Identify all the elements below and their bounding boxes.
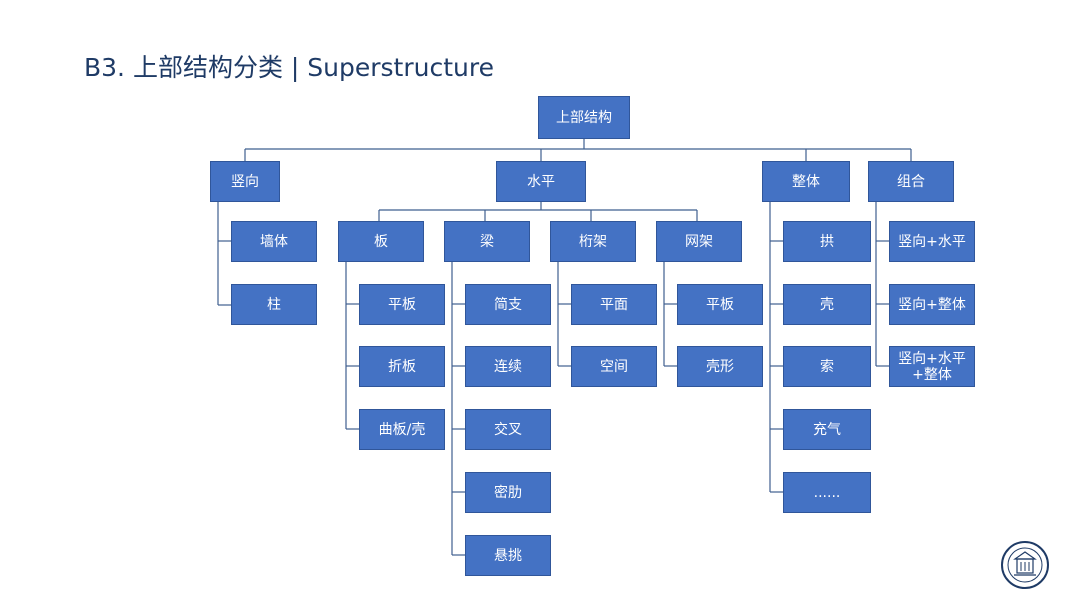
node-beam-cross: 交叉 [465,409,551,450]
node-vertical-horizontal-whole: 竖向+水平+整体 [889,346,975,387]
node-horizontal: 水平 [496,161,586,202]
node-root: 上部结构 [538,96,630,139]
node-vertical-horizontal: 竖向+水平 [889,221,975,262]
node-shell: 壳 [783,284,871,325]
node-vertical: 竖向 [210,161,280,202]
node-grid-shell: 壳形 [677,346,763,387]
page-title: B3. 上部结构分类 | Superstructure [84,53,494,82]
node-slab-folded: 折板 [359,346,445,387]
node-slab: 板 [338,221,424,262]
node-beam-cantilever: 悬挑 [465,535,551,576]
node-inflatable: 充气 [783,409,871,450]
node-slab-curved: 曲板/壳 [359,409,445,450]
node-vertical-whole: 竖向+整体 [889,284,975,325]
node-beam-simple: 简支 [465,284,551,325]
university-seal-icon [1001,541,1049,589]
node-truss-planar: 平面 [571,284,657,325]
node-more: ...... [783,472,871,513]
node-cable: 索 [783,346,871,387]
node-beam: 梁 [444,221,530,262]
node-combined: 组合 [868,161,954,202]
node-beam-continuous: 连续 [465,346,551,387]
node-column: 柱 [231,284,317,325]
node-slab-flat: 平板 [359,284,445,325]
node-whole: 整体 [762,161,850,202]
node-arch: 拱 [783,221,871,262]
node-grid-frame: 网架 [656,221,742,262]
node-wall: 墙体 [231,221,317,262]
node-truss: 桁架 [550,221,636,262]
node-truss-spatial: 空间 [571,346,657,387]
node-grid-flat: 平板 [677,284,763,325]
node-beam-ribbed: 密肋 [465,472,551,513]
